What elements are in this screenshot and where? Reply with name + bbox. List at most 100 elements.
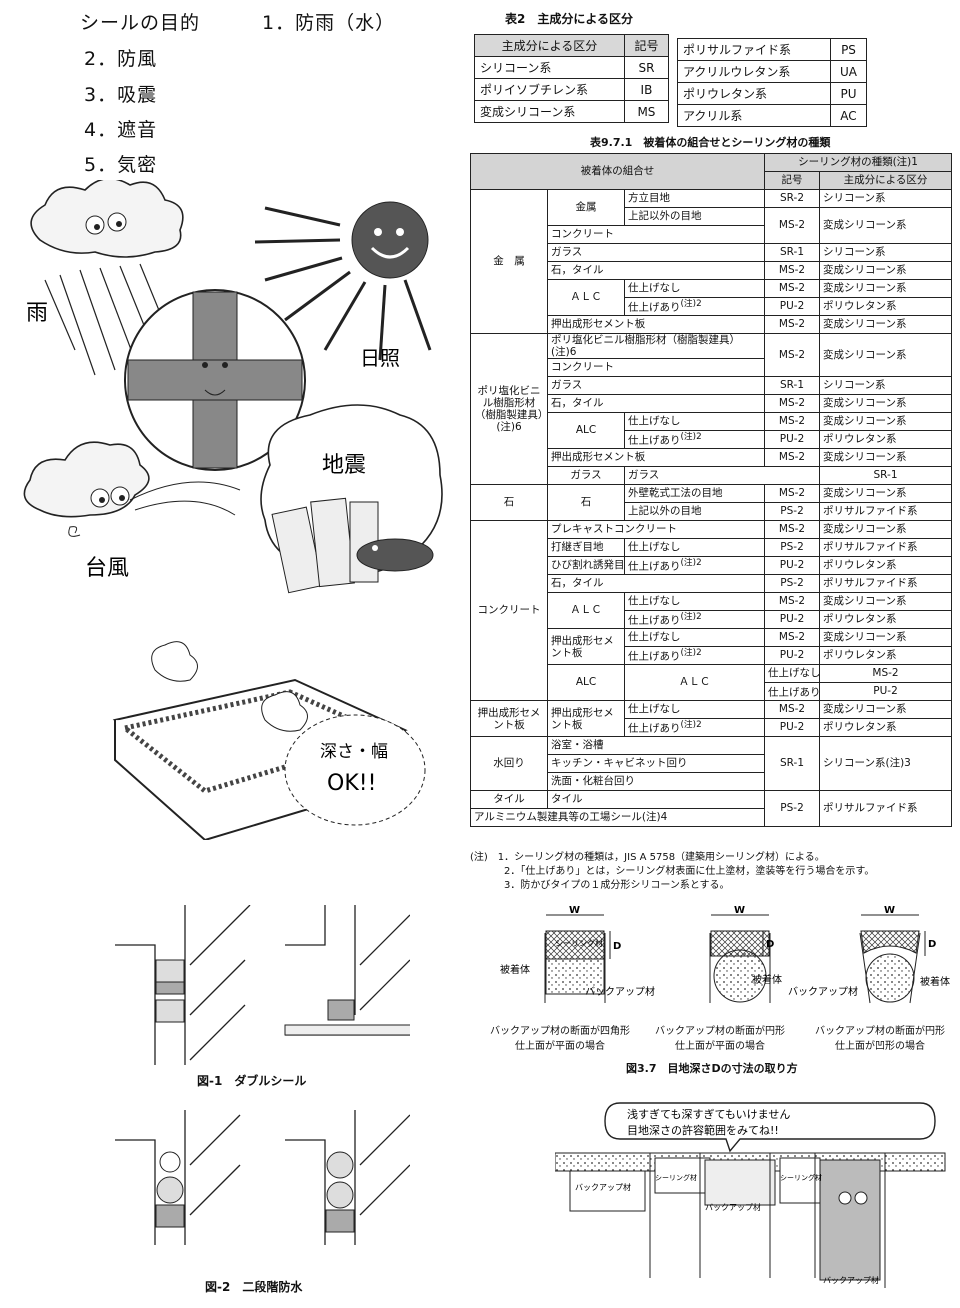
fig1-double-seal-diagram <box>115 905 410 1065</box>
purpose-item-3: 3．吸震 <box>84 84 158 106</box>
svg-text:被着体: 被着体 <box>500 963 530 976</box>
table2-caption: 表2 主成分による区分 <box>505 12 633 26</box>
table-row: アルミニウム製建具等の工場シール(注)4 <box>469 808 952 827</box>
typhoon-cloud-icon <box>23 441 241 537</box>
seal-globe-icon <box>124 289 306 471</box>
fig2-caption: 図-2 二段階防水 <box>205 1280 303 1294</box>
cartoon-backup-label-3: バックアップ材 <box>823 1275 879 1285</box>
cartoon-joints <box>555 1152 946 1288</box>
cartoon-sealant-label-2: シーリング材 <box>780 1173 822 1182</box>
note-1: (注) 1．シーリング材の種類は，JIS A 5758（建築用シーリング材）によ… <box>470 852 825 863</box>
fig37-caption: 図3.7 目地深さDの寸法の取り方 <box>626 1062 798 1075</box>
svg-text:D: D <box>766 939 774 950</box>
svg-text:被着体: 被着体 <box>752 973 782 986</box>
table971-caption: 表9.7.1 被着体の組合せとシーリング材の種類 <box>590 136 831 149</box>
fig37-joint-depth-diagram: W D シーリング材 被着体 W D 被着体 バックアップ材 W D 被着体 バ… <box>500 905 950 1004</box>
table971-head-kind: 主成分による区分 <box>819 171 953 190</box>
table-notes: (注) 1．シーリング材の種類は，JIS A 5758（建築用シーリング材）によ… <box>470 851 950 893</box>
steam-icon <box>151 641 308 732</box>
sun-label: 日照 <box>360 346 400 370</box>
bathtub-illustration: 深さ・幅 OK!! <box>112 641 426 840</box>
purpose-item-5: 5．気密 <box>84 154 158 176</box>
svg-text:バックアップ材: バックアップ材 <box>788 985 858 998</box>
rain-label: 雨 <box>26 301 48 326</box>
cartoon-bubble-line-1: 浅すぎても深すぎてもいけません <box>627 1107 790 1121</box>
svg-text:W: W <box>569 905 580 916</box>
rain-cloud-icon <box>30 180 184 258</box>
cartoon-bubble-line-2: 目地深さの許容範囲をみてね!! <box>627 1123 779 1137</box>
svg-text:バックアップ材: バックアップ材 <box>585 985 655 998</box>
table-row: 洗面・化粧台回り <box>471 772 952 791</box>
svg-text:被着体: 被着体 <box>920 975 950 988</box>
joint-diagram-round: W D 被着体 バックアップ材 <box>585 905 782 1003</box>
joint-diagram-concave: W D 被着体 バックアップ材 <box>788 905 950 1004</box>
earthquake-bubble <box>260 404 443 594</box>
fig37-label-2: バックアップ材の断面が円形 仕上面が平面の場合 <box>655 1026 785 1052</box>
joint-diagram-square: W D シーリング材 被着体 <box>500 905 621 1003</box>
sun-icon <box>254 201 432 361</box>
fig1-caption: 図-1 ダブルシール <box>197 1074 307 1088</box>
svg-text:シーリング材: シーリング材 <box>555 938 603 948</box>
note-3: 3．防かびタイプの１成分形シリコーン系とする。 <box>504 880 730 891</box>
purpose-item-1: 1．防雨（水） <box>262 12 396 34</box>
joint-depth-cartoon: 浅すぎても深すぎてもいけません 目地深さの許容範囲をみてね!! バックアップ材 … <box>555 1102 946 1288</box>
table971-head-right: シーリング材の種類(注)1 <box>764 153 953 172</box>
cartoon-speech-bubble <box>604 1102 936 1153</box>
table971-head-left: 被着体の組合せ <box>469 153 766 190</box>
fig37-label-1: バックアップ材の断面が四角形 仕上面が平面の場合 <box>490 1026 630 1052</box>
fig2-two-stage-diagram <box>115 1110 410 1245</box>
table2-head-code: 記号 <box>623 34 670 57</box>
note-2: 2．「仕上げあり」とは，シーリング材表面に仕上塗材，塗装等を行う場合を示す。 <box>504 866 875 877</box>
table971: 被着体の組合せ シーリング材の種類(注)1 記号 主成分による区分 金 属 金属… <box>469 153 953 827</box>
typhoon-label: 台風 <box>85 556 129 581</box>
svg-text:W: W <box>884 905 895 916</box>
weather-illustration: 雨 日照 台風 地震 <box>23 180 443 594</box>
fig37-label-3: バックアップ材の断面が円形 仕上面が凹形の場合 <box>815 1026 945 1052</box>
cartoon-backup-label-2: バックアップ材 <box>705 1202 761 1212</box>
cartoon-sealant-label-1: シーリング材 <box>655 1173 697 1182</box>
bubble-text-2: OK!! <box>327 771 376 796</box>
purpose-title: シールの目的 <box>80 12 201 34</box>
table2-head-kind: 主成分による区分 <box>474 34 625 57</box>
purpose-item-2: 2．防風 <box>84 48 158 70</box>
svg-text:W: W <box>734 905 745 916</box>
table-row: コンクリート <box>471 225 952 244</box>
speech-bubble <box>284 714 426 826</box>
purpose-item-4: 4．遮音 <box>84 119 158 141</box>
table-row: ポリ塩化ビニル樹脂形材（樹脂製建具）(注)6 ポリ塩化ビニル樹脂形材（樹脂製建具… <box>470 333 953 485</box>
cartoon-backup-label-1: バックアップ材 <box>575 1182 631 1192</box>
table971-head-code: 記号 <box>764 171 821 190</box>
svg-text:D: D <box>928 939 936 950</box>
bubble-text-1: 深さ・幅 <box>320 742 388 762</box>
svg-text:D: D <box>613 941 621 952</box>
earthquake-label: 地震 <box>322 453 366 478</box>
